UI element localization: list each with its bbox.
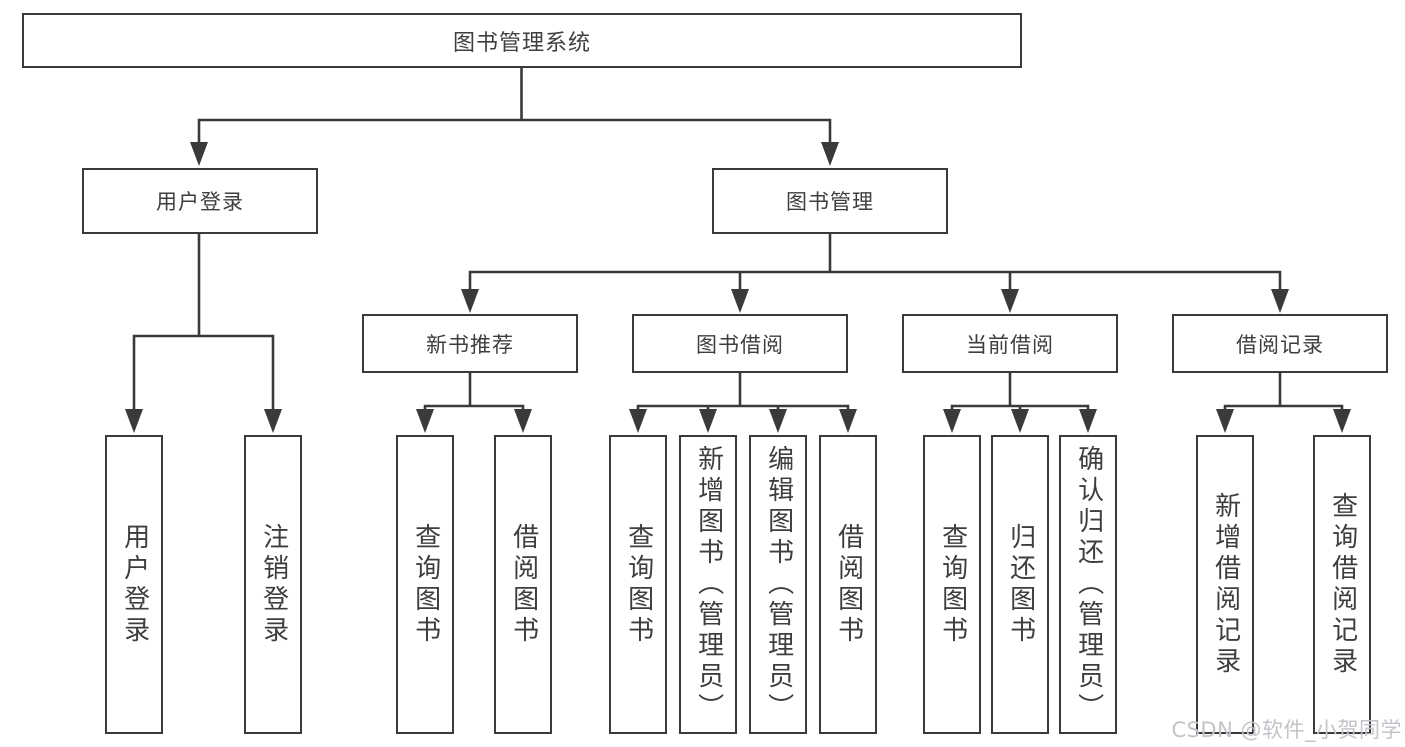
node-new-book-recommend: 新书推荐	[362, 314, 578, 373]
leaf-user-login: 用户登录	[105, 435, 163, 734]
leaf-label: 新增借阅记录	[1210, 491, 1241, 678]
leaf-label: 用户登录	[119, 522, 150, 647]
leaf-return-book: 归还图书	[991, 435, 1049, 734]
leaf-query-books-current: 查询图书	[923, 435, 981, 734]
leaf-query-books-borrowing: 查询图书	[609, 435, 667, 734]
leaf-label: 借阅图书	[833, 522, 864, 647]
leaf-query-books-recommend: 查询图书	[396, 435, 454, 734]
leaf-label: 归还图书	[1005, 522, 1036, 647]
leaf-confirm-return-admin: 确认归还（管理员）	[1059, 435, 1117, 734]
node-library-management-system: 图书管理系统	[22, 13, 1022, 68]
leaf-logout-login: 注销登录	[244, 435, 302, 734]
leaf-label: 查询图书	[937, 522, 968, 647]
node-book-management: 图书管理	[712, 168, 948, 234]
node-current-borrowing: 当前借阅	[902, 314, 1118, 373]
node-borrow-records: 借阅记录	[1172, 314, 1388, 373]
leaf-label: 注销登录	[258, 522, 289, 647]
leaf-label: 确认归还（管理员）	[1073, 445, 1104, 724]
leaf-add-borrow-record: 新增借阅记录	[1196, 435, 1254, 734]
leaf-label: 查询图书	[410, 522, 441, 647]
leaf-add-book-admin: 新增图书（管理员）	[679, 435, 737, 734]
leaf-borrow-books-borrowing: 借阅图书	[819, 435, 877, 734]
leaf-borrow-books-recommend: 借阅图书	[494, 435, 552, 734]
leaf-query-borrow-record: 查询借阅记录	[1313, 435, 1371, 734]
watermark: CSDN @软件_小贺同学	[1171, 718, 1402, 742]
leaf-edit-book-admin: 编辑图书（管理员）	[749, 435, 807, 734]
leaf-label: 查询借阅记录	[1327, 491, 1358, 678]
leaf-label: 查询图书	[623, 522, 654, 647]
leaf-label: 编辑图书（管理员）	[763, 445, 794, 724]
node-book-borrowing: 图书借阅	[632, 314, 848, 373]
node-user-login: 用户登录	[82, 168, 318, 234]
leaf-label: 新增图书（管理员）	[693, 445, 724, 724]
leaf-label: 借阅图书	[508, 522, 539, 647]
